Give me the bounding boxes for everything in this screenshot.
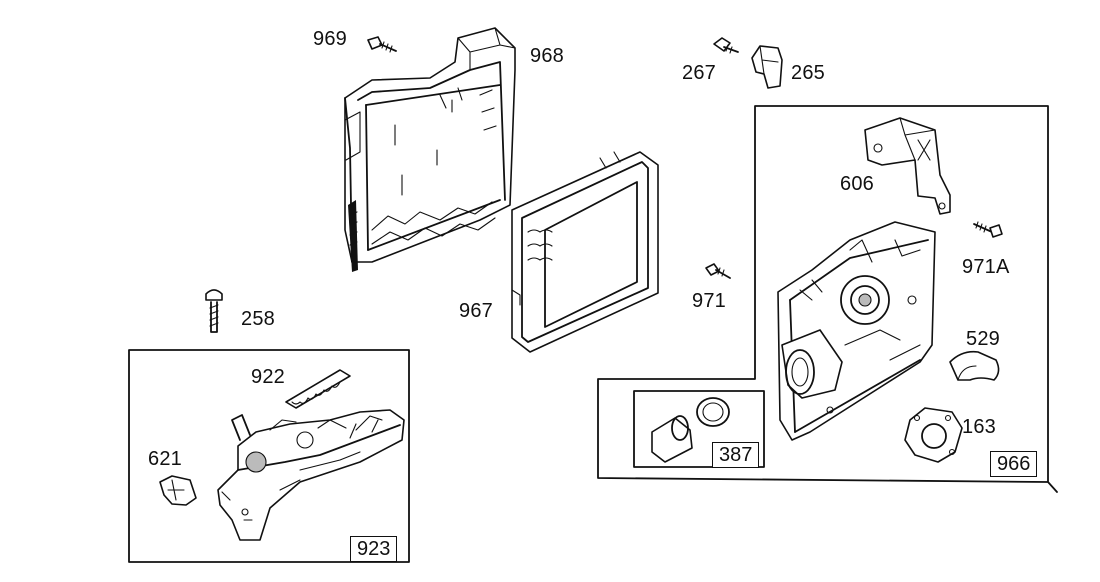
kit-label-923: 923 xyxy=(350,536,398,562)
label-621: 621 xyxy=(148,448,182,470)
clip-621 xyxy=(159,475,197,506)
label-258: 258 xyxy=(241,308,275,330)
label-265: 265 xyxy=(791,62,825,84)
label-606: 606 xyxy=(840,173,874,195)
spring-922 xyxy=(285,369,351,409)
bracket-606 xyxy=(864,117,951,215)
gasket-163 xyxy=(904,407,963,463)
air-filter-967 xyxy=(511,151,659,353)
kit-label-966: 966 xyxy=(990,451,1038,477)
screw-971a xyxy=(973,221,1003,238)
label-967: 967 xyxy=(459,300,493,322)
label-922: 922 xyxy=(251,366,285,388)
kit-966-box xyxy=(597,105,1058,493)
kit-923-box xyxy=(128,349,410,563)
hose-529 xyxy=(949,350,1000,381)
screw-258 xyxy=(205,289,223,333)
label-971: 971 xyxy=(692,290,726,312)
kit-387-box xyxy=(633,390,765,468)
air-cleaner-base-968 xyxy=(344,27,516,272)
elbow-housing-966 xyxy=(777,221,936,441)
fuel-filter-387 xyxy=(651,397,730,463)
label-163: 163 xyxy=(962,416,996,438)
label-968: 968 xyxy=(530,45,564,67)
kit-label-387: 387 xyxy=(712,442,760,468)
screw-971 xyxy=(705,263,731,279)
label-529: 529 xyxy=(966,328,1000,350)
label-971a: 971A xyxy=(962,256,1010,278)
screw-969 xyxy=(367,36,397,53)
clip-265 xyxy=(751,45,783,89)
label-267: 267 xyxy=(682,62,716,84)
governor-bracket-923 xyxy=(217,409,405,541)
screw-267 xyxy=(713,37,739,54)
label-969: 969 xyxy=(313,28,347,50)
